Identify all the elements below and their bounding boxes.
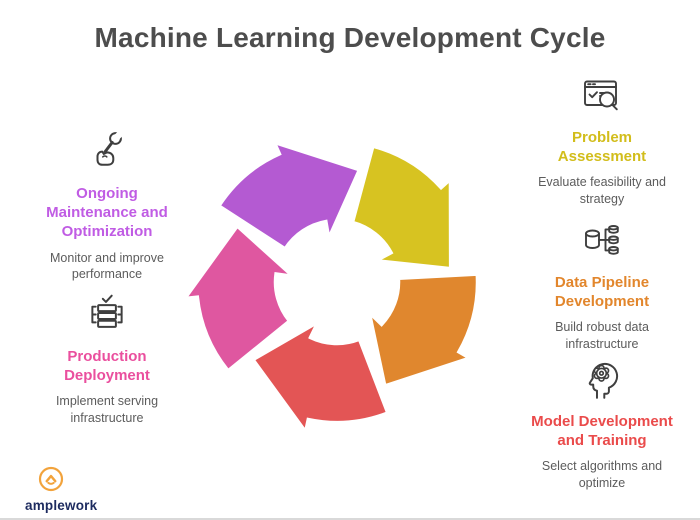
stage-title: Ongoing Maintenance and Optimization — [46, 185, 168, 241]
database-pipeline-icon — [512, 219, 692, 263]
brand-logo: amplework — [25, 466, 115, 513]
brand-logo-text: amplework — [25, 498, 98, 513]
stage-description: Implement serving infrastructure — [55, 394, 159, 425]
stage-title: Data Pipeline Development — [554, 274, 650, 311]
stage-ongoing-maintenance-and-optimization: Ongoing Maintenance and Optimization Mon… — [17, 128, 197, 282]
cycle-segment-model-development-icon — [251, 320, 389, 434]
amplework-logo-icon — [38, 466, 115, 497]
page-title: Machine Learning Development Cycle — [94, 22, 606, 53]
stage-description: Build robust data infrastructure — [555, 320, 649, 351]
stage-description: Evaluate feasibility and strategy — [538, 175, 666, 206]
stage-title: Problem Assessment — [557, 129, 647, 166]
stage-description: Monitor and improve performance — [50, 250, 164, 281]
report-search-icon — [512, 74, 692, 118]
stage-title: Model Development and Training — [531, 413, 673, 450]
cycle-segment-production-deployment-icon — [183, 224, 296, 372]
hand-wrench-icon — [17, 128, 197, 174]
bottom-divider — [0, 518, 700, 520]
cycle-segment-problem-assessment-icon — [351, 145, 452, 270]
cycle-diagram — [183, 141, 479, 434]
stage-description: Select algorithms and optimize — [541, 459, 663, 490]
stage-problem-assessment: Problem Assessment Evaluate feasibility … — [512, 74, 692, 207]
server-check-icon — [17, 291, 197, 337]
stage-model-development-and-training: Model Development and Training Select al… — [512, 356, 692, 491]
cycle-segment-data-pipeline-icon — [368, 273, 479, 387]
stage-title: Production Deployment — [64, 348, 150, 385]
head-gear-icon — [512, 356, 692, 402]
stage-production-deployment: Production Deployment Implement serving … — [17, 291, 197, 426]
cycle-segment-maintenance-icon — [217, 141, 361, 250]
stage-data-pipeline-development: Data Pipeline Development Build robust d… — [512, 219, 692, 352]
